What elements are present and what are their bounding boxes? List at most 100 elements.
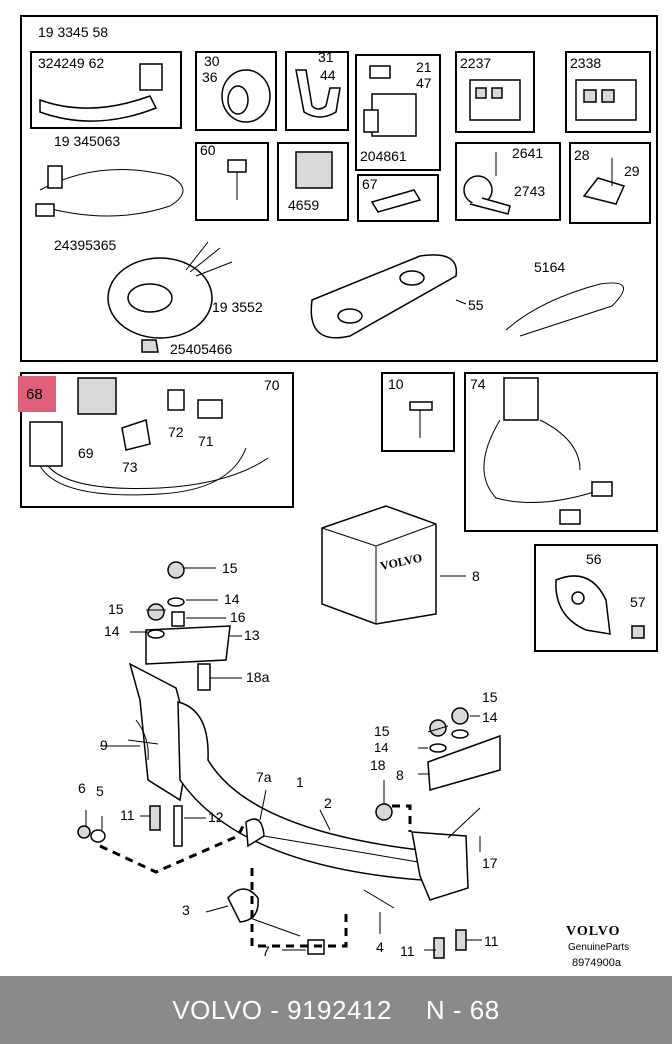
socket-nut [141, 339, 159, 353]
label-4659: 4659 [288, 197, 319, 213]
relay-side [363, 109, 379, 133]
label-10: 10 [388, 376, 404, 392]
screw-head [227, 159, 247, 173]
label-17: 17 [482, 855, 498, 871]
leader-lines [85, 567, 482, 951]
bracket-box [534, 544, 658, 652]
label-7: 7 [262, 943, 270, 959]
leader-55 [455, 299, 467, 305]
right-clamp-8 [427, 734, 501, 791]
nut-15a [167, 561, 185, 579]
label-72: 72 [168, 424, 184, 440]
dash-path-right [392, 804, 412, 832]
label-2338: 2338 [570, 55, 601, 71]
label-56: 56 [586, 551, 602, 567]
label-19-345063: 19 345063 [54, 133, 120, 149]
label-9: 9 [100, 737, 108, 753]
label-31: 31 [318, 49, 334, 65]
nut-15d [451, 707, 469, 725]
label-11a: 11 [120, 807, 135, 823]
bolt-4 [363, 889, 395, 909]
wiring-loom [39, 169, 184, 217]
label-14c: 14 [482, 709, 498, 725]
label-5164: 5164 [534, 259, 565, 275]
dash-path-left [99, 823, 246, 874]
label-14b: 14 [104, 623, 120, 639]
label-15b: 15 [108, 601, 124, 617]
highlight-68 [18, 376, 56, 412]
label-70: 70 [264, 377, 280, 393]
kit-connector-72 [167, 389, 185, 411]
dash-path-hitch [250, 868, 348, 948]
cable-tie-head [139, 63, 163, 91]
towball-3 [227, 888, 259, 923]
label-14a: 14 [224, 591, 240, 607]
kit-box [20, 372, 294, 508]
label-73: 73 [122, 459, 138, 475]
label-14d: 14 [374, 740, 388, 755]
brand-subtitle: GenuineParts [568, 942, 629, 953]
label-15c: 15 [482, 689, 498, 705]
clip-part [295, 69, 341, 118]
washer-14d [451, 729, 469, 739]
kit-relay [77, 377, 117, 415]
label-25405466: 25405466 [170, 341, 233, 357]
label-69: 69 [78, 445, 94, 461]
label-5: 5 [96, 783, 104, 799]
label-60: 60 [200, 142, 216, 158]
label-8: 8 [396, 767, 404, 783]
kit-harness [39, 447, 269, 496]
brand-logo: VOLVO [566, 924, 621, 939]
clip-9 [127, 719, 159, 761]
main-towbar-tube [177, 701, 423, 881]
label-8-package: 8 [472, 568, 480, 584]
clamp-base [469, 197, 511, 215]
nut-57 [631, 625, 645, 639]
label-7a: 7a [256, 769, 272, 785]
relay-4659-box [277, 142, 349, 221]
label-29: 29 [624, 163, 640, 179]
washer-5 [90, 829, 106, 843]
connector-2237-pin [475, 87, 487, 99]
connector-2237-pin [491, 87, 503, 99]
washer-14c [429, 743, 447, 753]
socket-core [127, 283, 173, 313]
washer-14b [147, 629, 165, 639]
label-18: 18 [370, 757, 386, 773]
label-28: 28 [574, 147, 590, 163]
spacer-16 [171, 611, 185, 627]
label-30: 30 [204, 53, 220, 69]
label-11c: 11 [484, 933, 499, 949]
clip-box [285, 51, 349, 131]
nut-18 [375, 803, 393, 821]
label-67: 67 [362, 176, 378, 192]
label-36: 36 [202, 69, 218, 85]
label-15a: 15 [222, 560, 238, 576]
footer-number: 68 [469, 994, 500, 1025]
harness-wires [483, 419, 601, 503]
bolt-box [381, 372, 455, 452]
harness-connector [559, 509, 581, 525]
harness-plug [503, 377, 539, 421]
label-2: 2 [324, 795, 332, 811]
grommet-core [227, 85, 249, 115]
screw-box [195, 142, 269, 221]
kit-connector-71 [197, 399, 223, 419]
label-44: 44 [320, 67, 336, 83]
label-2237: 2237 [460, 55, 491, 71]
footer-part-number: 9192412 [287, 994, 392, 1025]
top-parts-box [20, 15, 658, 362]
parts-diagram: 19 3345 58 324249 62 30 36 31 44 21 47 2… [18, 15, 658, 969]
mounting-plate [310, 254, 458, 339]
bracket-56-part [555, 575, 611, 635]
connector-2338-pin [601, 89, 615, 103]
towball-neck [249, 917, 301, 937]
crossbar-1 [263, 835, 419, 863]
harness-connector [591, 481, 613, 497]
left-mount-bracket [128, 662, 191, 802]
bracket-hole [571, 591, 585, 605]
label-2641: 2641 [512, 145, 543, 161]
label-13: 13 [244, 627, 260, 643]
bolt-12 [173, 805, 183, 847]
label-6: 6 [78, 780, 86, 796]
